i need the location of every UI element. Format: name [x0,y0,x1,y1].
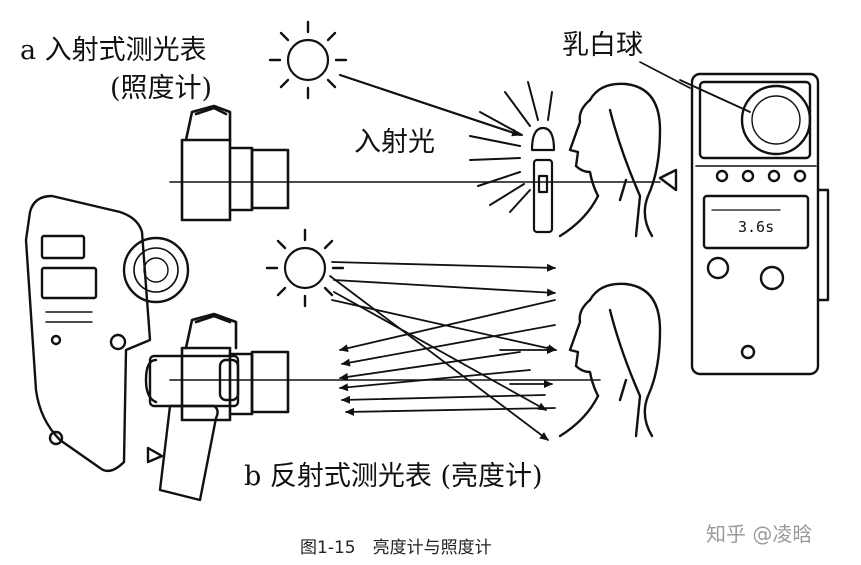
opal-sphere-pointer [680,80,750,112]
reflected-meter-handheld [146,356,238,500]
meter-readout: 3.6s [738,218,774,236]
figure-caption: 图1-15 亮度计与照度计 [300,533,492,558]
incident-light-label: 入射光 [354,120,435,159]
triangle-marker-right [660,170,676,190]
face-icon-top [560,84,660,236]
sun-icon-top [270,22,346,98]
face-icon-bottom [560,284,660,436]
triangle-marker-left [148,448,162,462]
incident-light-meter-small [532,128,554,232]
reflected-light-arrows [330,262,556,440]
watermark: 知乎 @凌晗 [706,518,812,547]
reflected-meter-label: b 反射式测光表 (亮度计) [244,454,543,493]
camera-icon-bottom [182,314,288,420]
sun-icon-bottom [267,230,343,306]
camera-icon-top [182,106,288,220]
illuminance-meter-label: (照度计) [110,66,212,105]
opal-sphere-label: 乳白球 [562,23,643,62]
incident-meter-label: a 入射式测光表 [20,28,207,67]
spot-meter-icon [26,196,188,471]
